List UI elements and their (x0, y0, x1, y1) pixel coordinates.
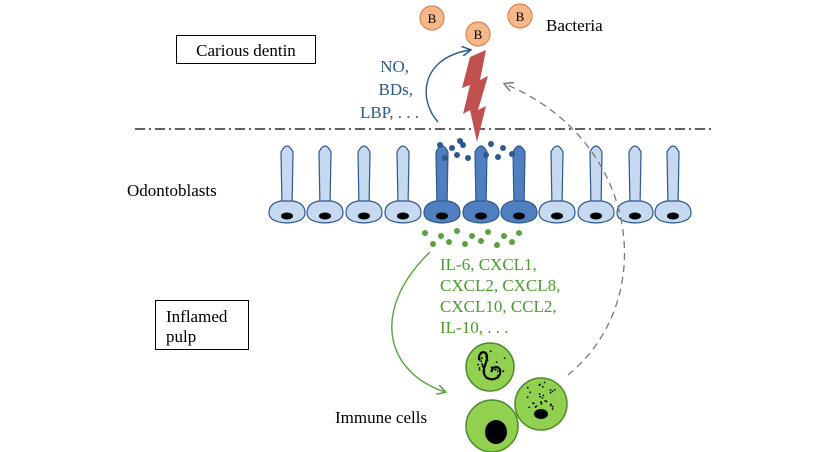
odontoblast (384, 145, 422, 224)
immune-cells-label: Immune cells (335, 408, 428, 427)
svg-text:B: B (428, 11, 437, 26)
carious-dentin-box: Carious dentin (176, 35, 316, 64)
bacterial-products-dots (437, 138, 515, 161)
bacteria-group: B B B (419, 3, 533, 47)
odontoblast-layer (268, 145, 692, 224)
svg-text:B: B (474, 27, 483, 42)
granulocyte-icon (514, 377, 568, 431)
immune-attack-arrow (505, 84, 625, 376)
bacterial-products-line: LBP, . . . (359, 103, 419, 122)
cytokine-line: IL-10, . . . (440, 318, 509, 337)
neutrophil-icon (465, 342, 515, 392)
inflamed-pulp-line: pulp (166, 327, 197, 347)
bacterial-products-line: NO, (380, 57, 409, 76)
cytokine-line: CXCL10, CCL2, (440, 297, 557, 316)
odontoblast (268, 145, 306, 224)
odontoblast-activated (462, 145, 500, 224)
odontoblast-activated (500, 145, 538, 224)
lymphocyte-icon (465, 399, 519, 452)
cytokine-recruitment-arrow (391, 251, 445, 392)
carious-dentin-label: Carious dentin (196, 41, 296, 60)
bacterial-products-line: BDs, (378, 80, 413, 99)
bacterium-icon: B (507, 3, 533, 29)
bacterium-icon: B (419, 5, 445, 31)
lightning-bolt-icon (462, 50, 488, 142)
inflamed-pulp-box: Inflamed pulp (155, 300, 249, 350)
odontoblast (538, 145, 576, 224)
odontoblast (616, 145, 654, 224)
odontoblast (345, 145, 383, 224)
odontoblast-activated (423, 145, 461, 224)
immune-cells-group (465, 342, 568, 452)
bacterium-icon: B (465, 21, 491, 47)
inflamed-pulp-line: Inflamed (166, 307, 228, 326)
odontoblast (577, 145, 615, 224)
odontoblast (306, 145, 344, 224)
cytokine-line: CXCL2, CXCL8, (440, 276, 561, 295)
cytokine-dots (422, 228, 522, 248)
bacterial-products-arrow (425, 50, 470, 123)
cytokine-line: IL-6, CXCL1, (440, 255, 537, 274)
odontoblasts-label: Odontoblasts (127, 181, 217, 200)
bacteria-label: Bacteria (546, 16, 603, 35)
svg-text:B: B (516, 9, 525, 24)
odontoblast (654, 145, 692, 224)
